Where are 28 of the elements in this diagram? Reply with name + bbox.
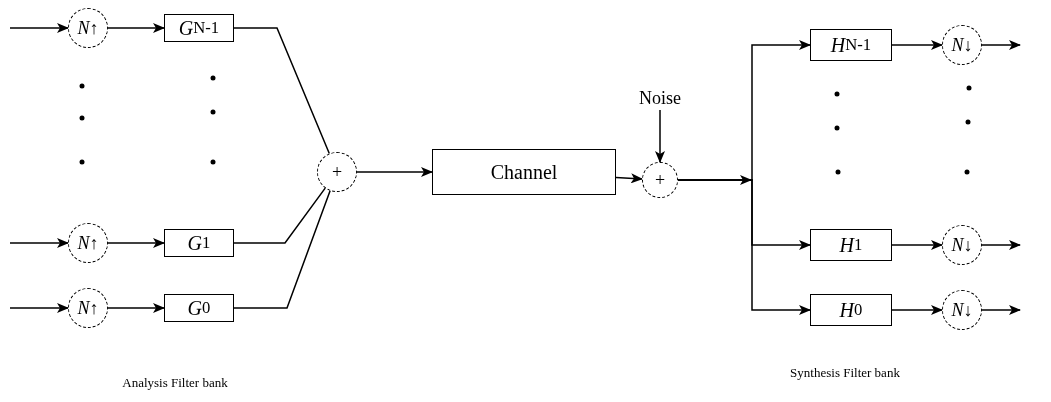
arrow	[891, 305, 943, 315]
arrow	[9, 238, 69, 248]
arrow	[655, 109, 665, 163]
rate-converter-circle: N↑	[68, 288, 108, 328]
arrow	[356, 167, 433, 177]
arrow	[891, 40, 943, 50]
summing-junction: +	[642, 162, 678, 198]
rate-converter-circle: N↑	[68, 223, 108, 263]
noise-label: Noise	[630, 86, 690, 110]
filter-block: Channel	[432, 149, 616, 195]
summing-junction: +	[317, 152, 357, 192]
arrow	[615, 173, 643, 184]
arrow	[107, 23, 165, 33]
arrow	[9, 23, 69, 33]
arrow	[107, 303, 165, 313]
arrow	[981, 40, 1021, 50]
rate-converter-circle: N↓	[942, 290, 982, 330]
arrow	[981, 305, 1021, 315]
rate-converter-circle: N↓	[942, 25, 982, 65]
section-label: Analysis Filter bank	[122, 375, 228, 391]
arrow	[981, 240, 1021, 250]
rate-converter-circle: N↑	[68, 8, 108, 48]
arrow	[891, 240, 943, 250]
arrow	[107, 238, 165, 248]
arrow	[677, 179, 811, 315]
section-label: Synthesis Filter bank	[790, 365, 900, 381]
arrow	[9, 303, 69, 313]
rate-converter-circle: N↓	[942, 225, 982, 265]
